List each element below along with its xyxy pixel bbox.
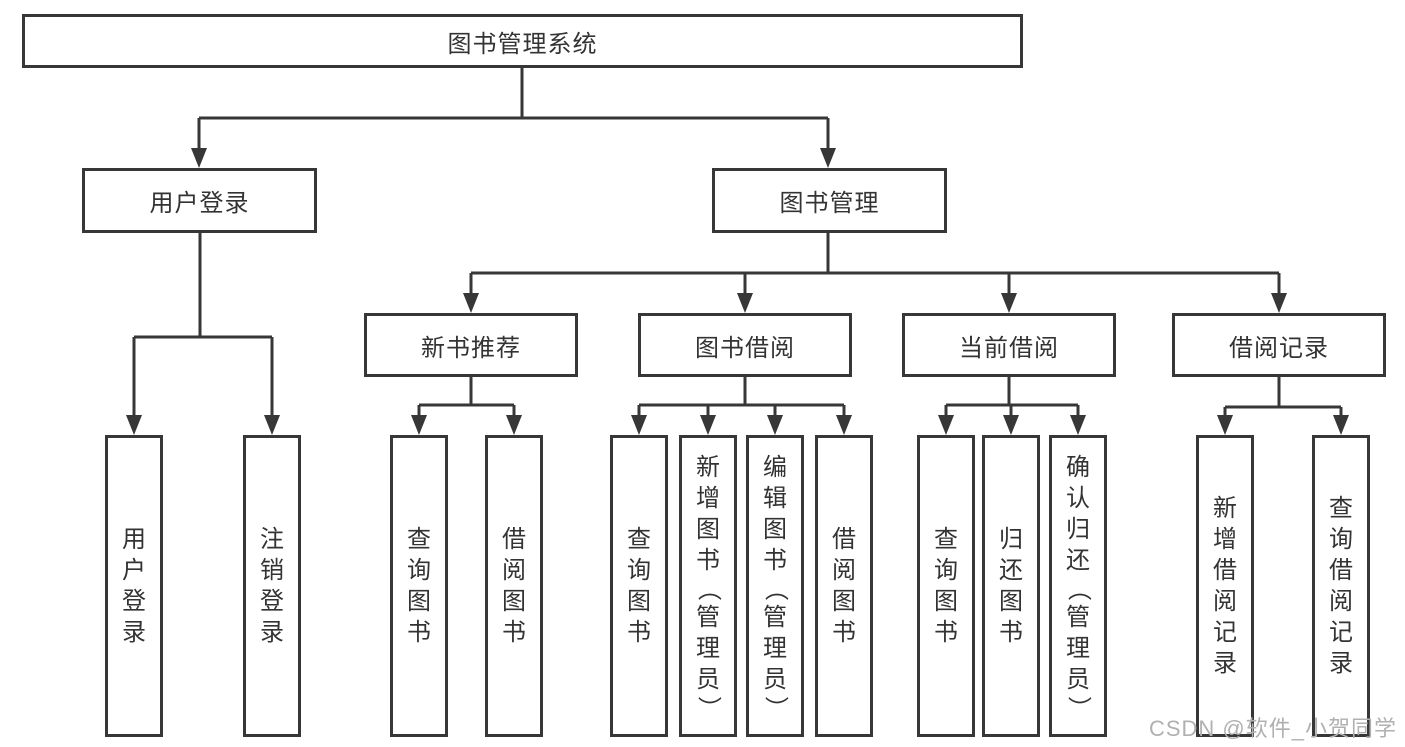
node-label: 借阅记录 (1229, 334, 1329, 362)
node-label: 查询图书 (934, 526, 958, 646)
node-label: 用户登录 (149, 190, 250, 217)
node-borrowing-records: 借阅记录 (1172, 313, 1386, 377)
node-label: 用户登录 (122, 526, 146, 646)
node-label: 新书推荐 (421, 334, 521, 362)
node-label: 图书管理系统 (447, 30, 598, 58)
node-label: 注销登录 (260, 526, 284, 646)
leaf-add-books-admin: 新增图书（管理员） (679, 435, 737, 737)
node-label: 新增借阅记录 (1213, 495, 1237, 677)
node-label: 当前借阅 (959, 334, 1059, 362)
node-book-borrowing: 图书借阅 (638, 313, 852, 377)
leaf-query-books-recommend: 查询图书 (390, 435, 448, 737)
node-user-login: 用户登录 (82, 168, 317, 233)
node-label: 编辑图书（管理员） (762, 453, 789, 720)
node-label: 查询借阅记录 (1329, 495, 1353, 677)
node-label: 图书管理 (779, 190, 880, 217)
node-library-management-system: 图书管理系统 (22, 14, 1023, 68)
node-label: 查询图书 (627, 526, 651, 646)
leaf-query-books-current: 查询图书 (917, 435, 975, 737)
node-label: 归还图书 (999, 526, 1023, 646)
node-label: 新增图书（管理员） (695, 453, 722, 720)
node-label: 借阅图书 (832, 526, 856, 646)
leaf-borrow-books-borrowing: 借阅图书 (815, 435, 873, 737)
node-label: 确认归还（管理员） (1065, 453, 1092, 720)
leaf-borrow-books-recommend: 借阅图书 (485, 435, 543, 737)
leaf-edit-books-admin: 编辑图书（管理员） (746, 435, 804, 737)
leaf-logout-login: 注销登录 (243, 435, 301, 737)
leaf-query-borrow-record: 查询借阅记录 (1312, 435, 1370, 737)
leaf-confirm-return-admin: 确认归还（管理员） (1049, 435, 1107, 737)
leaf-user-login: 用户登录 (105, 435, 163, 737)
node-book-management: 图书管理 (712, 168, 947, 233)
node-label: 查询图书 (407, 526, 431, 646)
node-new-book-recommendation: 新书推荐 (364, 313, 578, 377)
node-current-borrowing: 当前借阅 (902, 313, 1116, 377)
leaf-return-books: 归还图书 (982, 435, 1040, 737)
csdn-watermark: CSDN @软件_小贺同学 (1148, 716, 1397, 741)
leaf-query-books-borrowing: 查询图书 (610, 435, 668, 737)
node-label: 借阅图书 (502, 526, 526, 646)
leaf-add-borrow-record: 新增借阅记录 (1196, 435, 1254, 737)
node-label: 图书借阅 (695, 334, 795, 362)
